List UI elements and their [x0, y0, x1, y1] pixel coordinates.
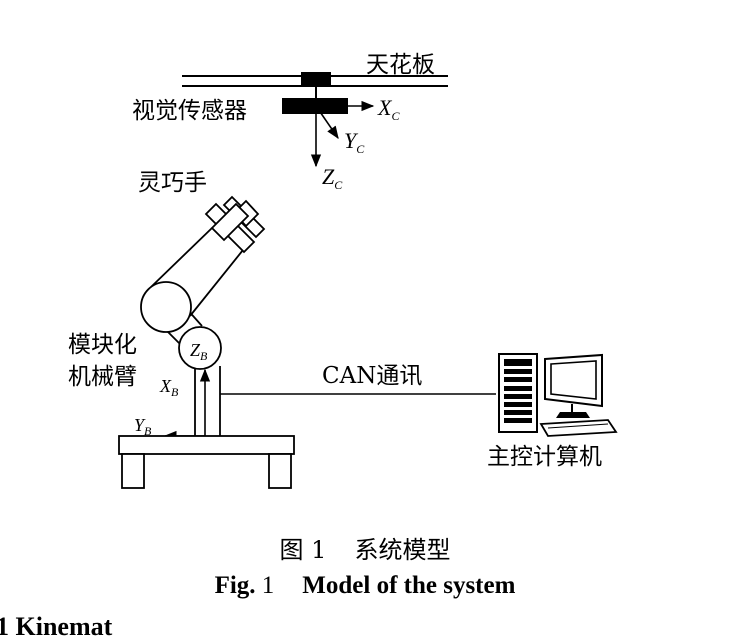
ceiling [182, 72, 448, 87]
base-table [118, 435, 295, 489]
vision-sensor [282, 98, 348, 114]
figure-number-cn: 图 1 [279, 536, 327, 564]
base-y-axis-label: YB [134, 415, 152, 438]
modular-arm-label-line1: 模块化 [68, 332, 137, 358]
figure-title-en: Model of the system [302, 572, 516, 599]
camera-x-axis-label: XC [377, 95, 400, 123]
base-x-axis-label: XB [159, 376, 179, 399]
camera-y-axis-label: YC [344, 128, 365, 156]
figure-label-en: Fig. [214, 572, 256, 599]
computer-monitor [544, 353, 603, 418]
vision-sensor-label: 视觉传感器 [132, 98, 247, 124]
figure-caption-en: Fig. 1 Model of the system [0, 572, 730, 600]
computer-label: 主控计算机 [487, 444, 602, 470]
camera-frame-axes [310, 100, 375, 168]
keyboard [539, 419, 618, 437]
modular-arm-label-line2: 机械臂 [68, 364, 137, 390]
arm-column [194, 366, 221, 436]
camera-z-axis-label: ZC [322, 164, 343, 192]
elbow-joint [140, 281, 192, 333]
base-frame-axes [163, 368, 211, 442]
ceiling-label: 天花板 [366, 52, 435, 78]
figure-caption-cn: 图 1 系统模型 [0, 530, 730, 565]
base-z-axis-label: ZB [190, 340, 208, 363]
forearm-link [150, 227, 244, 317]
figure-number-en: 1 [261, 572, 275, 599]
can-label: CAN通讯 [322, 363, 422, 389]
computer-tower [498, 353, 538, 433]
section-heading-cutoff: 1 Kinemat [0, 612, 113, 641]
dexterous-hand [204, 195, 266, 254]
dexterous-hand-label: 灵巧手 [138, 170, 207, 196]
camera-mount [301, 72, 331, 87]
figure-title-cn: 系统模型 [354, 536, 451, 564]
